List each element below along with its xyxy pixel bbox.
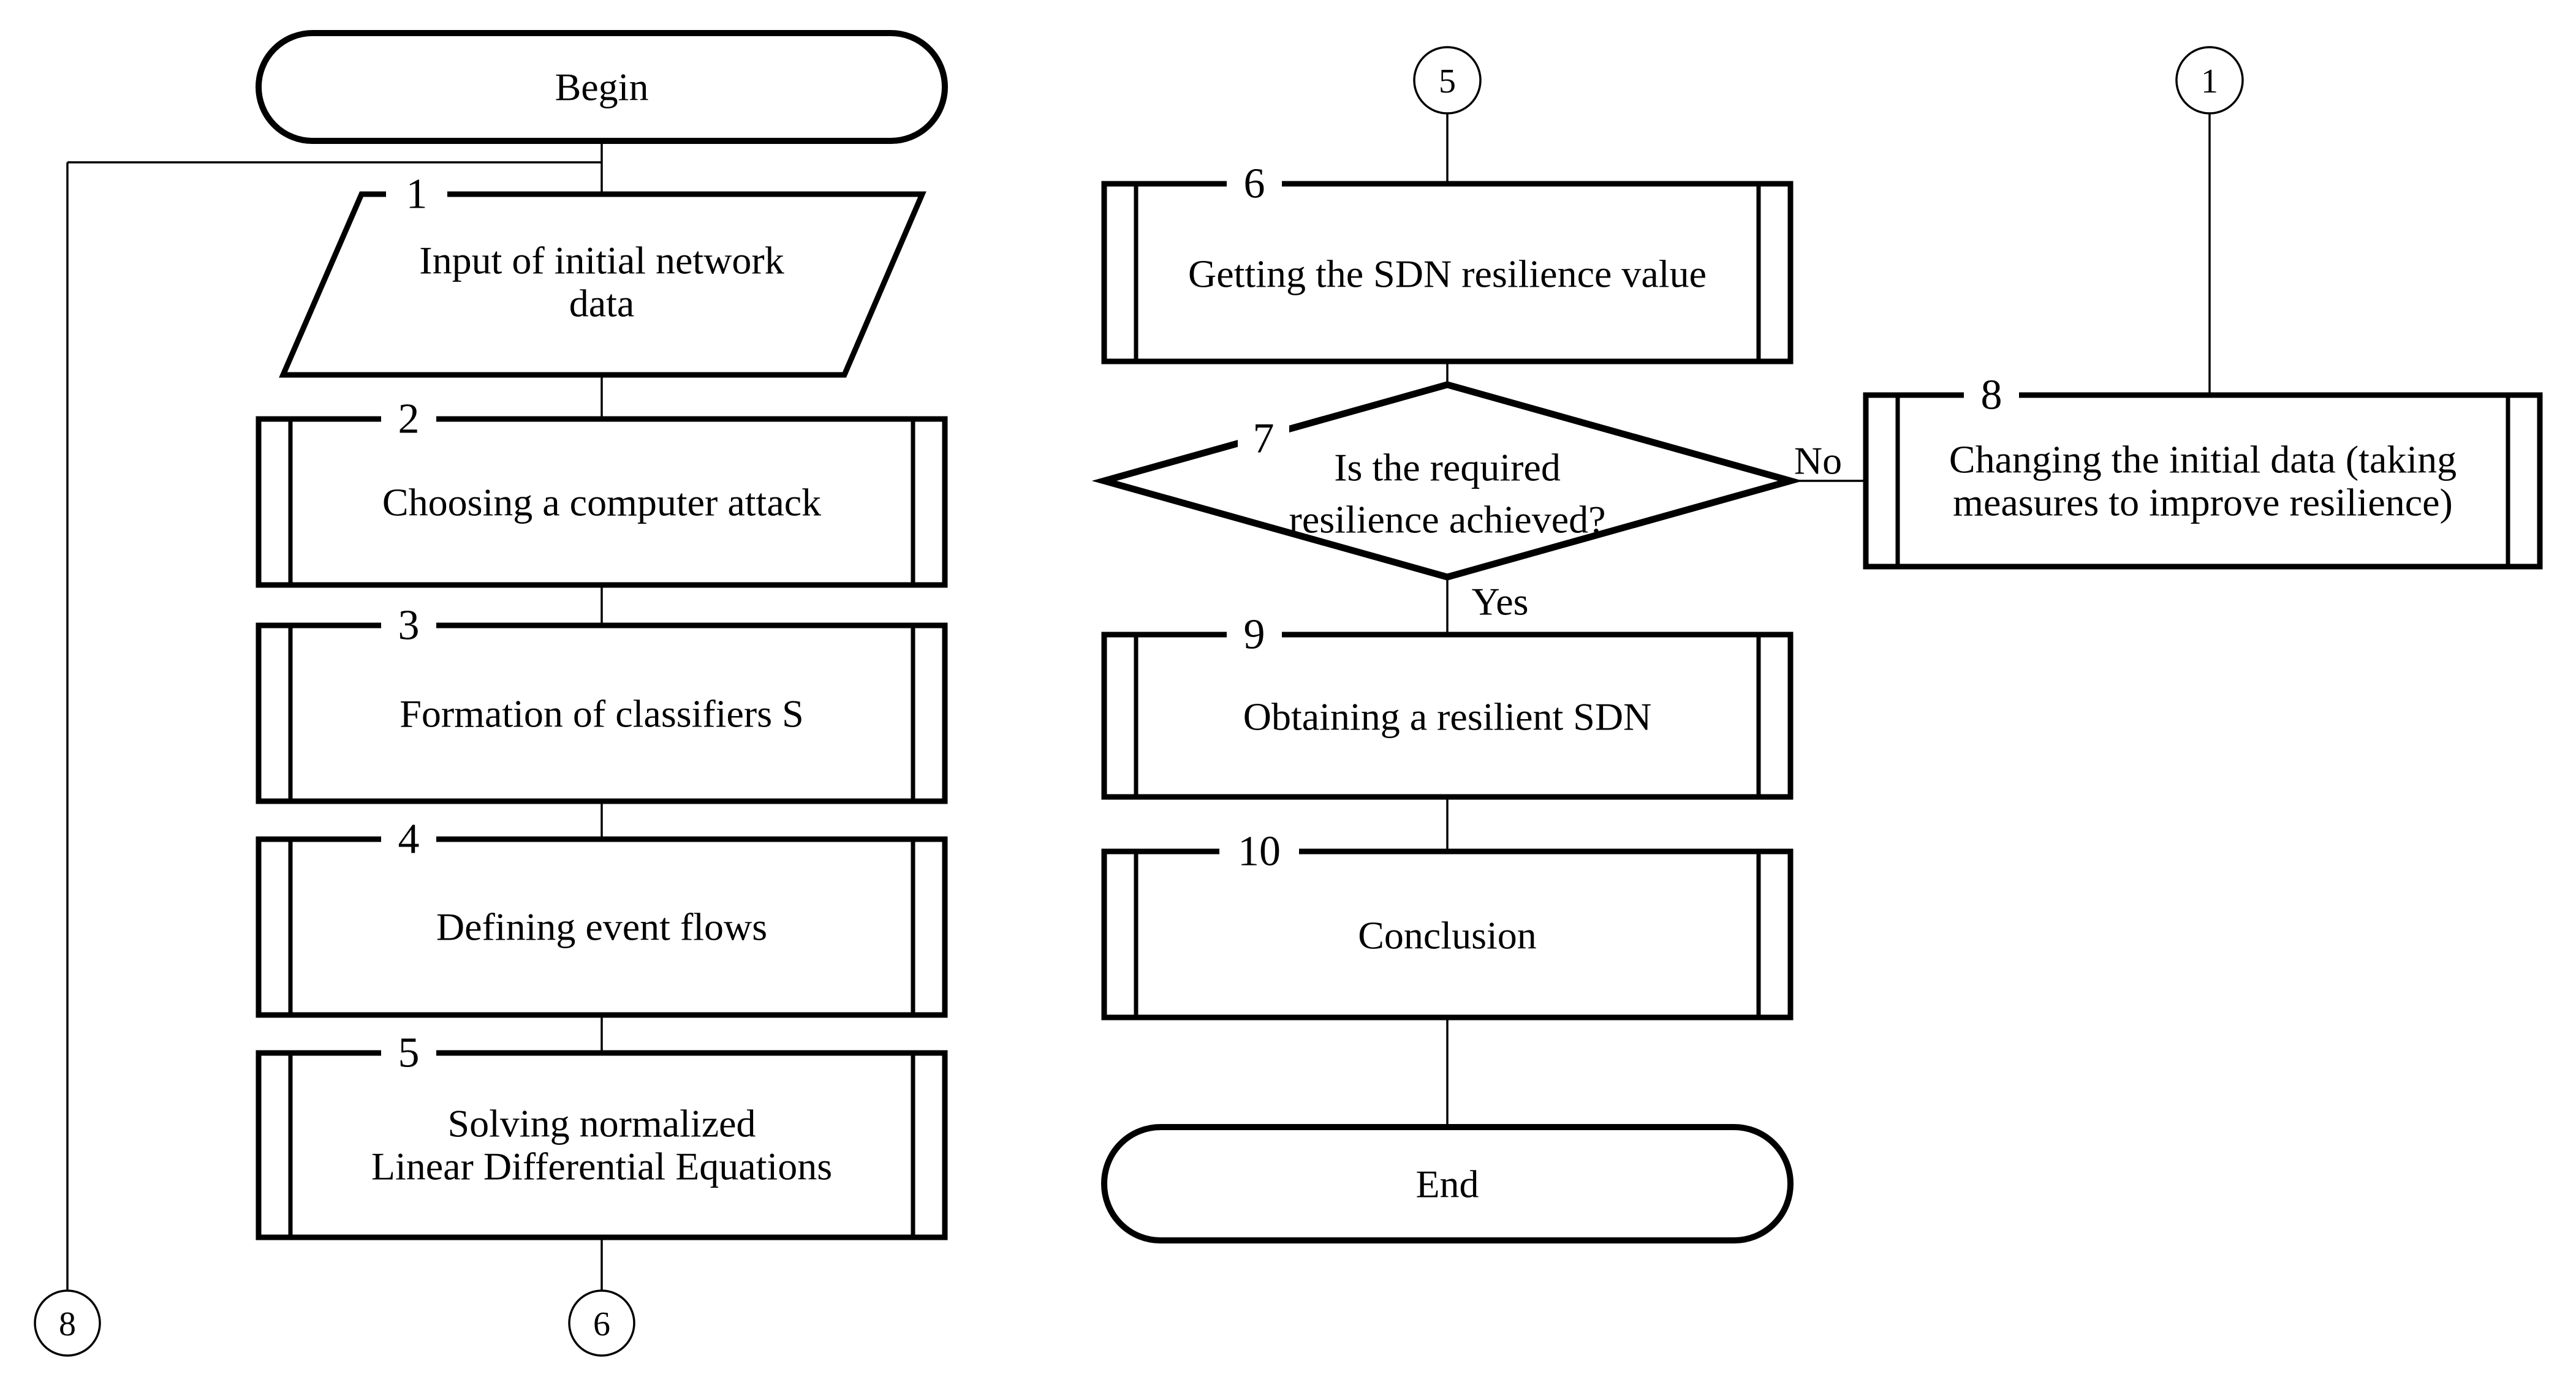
subroutine-3-number-gap — [381, 600, 436, 651]
subroutine-9-label: Obtaining a resilient SDN — [1243, 695, 1652, 739]
connector-circle-1: 1 — [2175, 46, 2244, 115]
subroutine-9-number: 9 — [1244, 611, 1265, 658]
subroutine-2-shape — [256, 416, 948, 588]
connector-6-shape — [568, 1289, 635, 1357]
io-1-number: 1 — [406, 171, 428, 218]
end-shape — [1101, 1124, 1794, 1243]
subroutine-node-5: 5 Solving normalized Linear Differential… — [256, 1027, 948, 1240]
edge-label-yes: Yes — [1471, 580, 1528, 624]
decision-7-number: 7 — [1253, 415, 1275, 462]
subroutine-2-number: 2 — [398, 396, 420, 443]
connector-1-shape — [2175, 46, 2244, 115]
subroutine-5-label-line1: Solving normalized — [447, 1102, 756, 1145]
subroutine-6-number-gap — [1227, 158, 1282, 209]
edges — [66, 113, 2211, 1291]
subroutine-5-shape — [256, 1050, 948, 1240]
subroutine-9-number-gap — [1227, 609, 1282, 660]
subroutine-9-shape — [1101, 632, 1794, 800]
subroutine-3-shape — [256, 622, 948, 804]
subroutine-node-4: 4 Defining event flows — [256, 813, 948, 1018]
subroutine-node-6: 6 Getting the SDN resilience value — [1101, 158, 1794, 364]
connector-5-number: 5 — [1439, 62, 1456, 100]
subroutine-6-label: Getting the SDN resilience value — [1188, 252, 1707, 296]
decision-7-label-line1: Is the required — [1334, 446, 1561, 489]
subroutine-4-number-gap — [381, 813, 436, 865]
subroutine-2-label: Choosing a computer attack — [382, 481, 821, 524]
subroutine-4-number: 4 — [398, 816, 420, 863]
subroutine-node-8: 8 Changing the initial data (taking meas… — [1863, 369, 2543, 570]
connector-circle-8: 8 — [34, 1289, 101, 1357]
subroutine-4-shape — [256, 836, 948, 1018]
subroutine-5-label-line2: Linear Differential Equations — [371, 1145, 832, 1188]
io-1-number-gap — [386, 168, 447, 220]
subroutine-6-shape — [1101, 181, 1794, 364]
connector-8-shape — [34, 1289, 101, 1357]
subroutine-4-label: Defining event flows — [436, 905, 767, 949]
connector-1-number: 1 — [2201, 62, 2218, 100]
subroutine-10-label: Conclusion — [1358, 914, 1537, 957]
subroutine-8-number-gap — [1964, 369, 2019, 421]
end-node: End — [1101, 1124, 1794, 1243]
subroutine-10-shape — [1101, 848, 1794, 1020]
subroutine-3-number: 3 — [398, 602, 420, 649]
connector-circle-6: 6 — [568, 1289, 635, 1357]
subroutine-node-9: 9 Obtaining a resilient SDN — [1101, 609, 1794, 800]
subroutine-10-number-gap — [1219, 826, 1299, 877]
subroutine-10-number: 10 — [1238, 828, 1281, 875]
begin-node: Begin — [256, 30, 948, 144]
begin-shape — [256, 30, 948, 144]
begin-label: Begin — [555, 66, 649, 109]
decision-7-number-gap — [1238, 413, 1289, 464]
io-node-1: 1 Input of initial network data — [279, 168, 926, 378]
decision-node-7: 7 Is the required resilience achieved? — [1091, 381, 1803, 581]
edge-label-no: No — [1794, 439, 1842, 483]
connector-5-shape — [1413, 46, 1482, 115]
io-1-label-line1: Input of initial network — [419, 239, 784, 282]
end-label: End — [1415, 1163, 1479, 1206]
connector-6-number: 6 — [593, 1305, 610, 1343]
io-1-label-line2: data — [569, 282, 635, 325]
subroutine-3-label: Formation of classifiers S — [400, 692, 803, 736]
io-1-shape — [279, 191, 926, 378]
subroutine-node-10: 10 Conclusion — [1101, 826, 1794, 1020]
subroutine-8-number: 8 — [1981, 372, 2002, 419]
decision-7-label-line2: resilience achieved? — [1289, 498, 1606, 541]
subroutine-2-number-gap — [381, 393, 436, 445]
subroutine-8-shape — [1863, 392, 2543, 570]
subroutine-8-label-line1: Changing the initial data (taking — [1949, 438, 2457, 481]
connector-8-number: 8 — [59, 1305, 76, 1343]
connector-circle-5: 5 — [1413, 46, 1482, 115]
subroutine-5-number: 5 — [398, 1030, 420, 1077]
subroutine-8-label-line2: measures to improve resilience) — [1953, 481, 2453, 524]
subroutine-node-3: 3 Formation of classifiers S — [256, 600, 948, 804]
subroutine-node-2: 2 Choosing a computer attack — [256, 393, 948, 588]
subroutine-6-number: 6 — [1244, 160, 1265, 208]
subroutine-5-number-gap — [381, 1027, 436, 1079]
